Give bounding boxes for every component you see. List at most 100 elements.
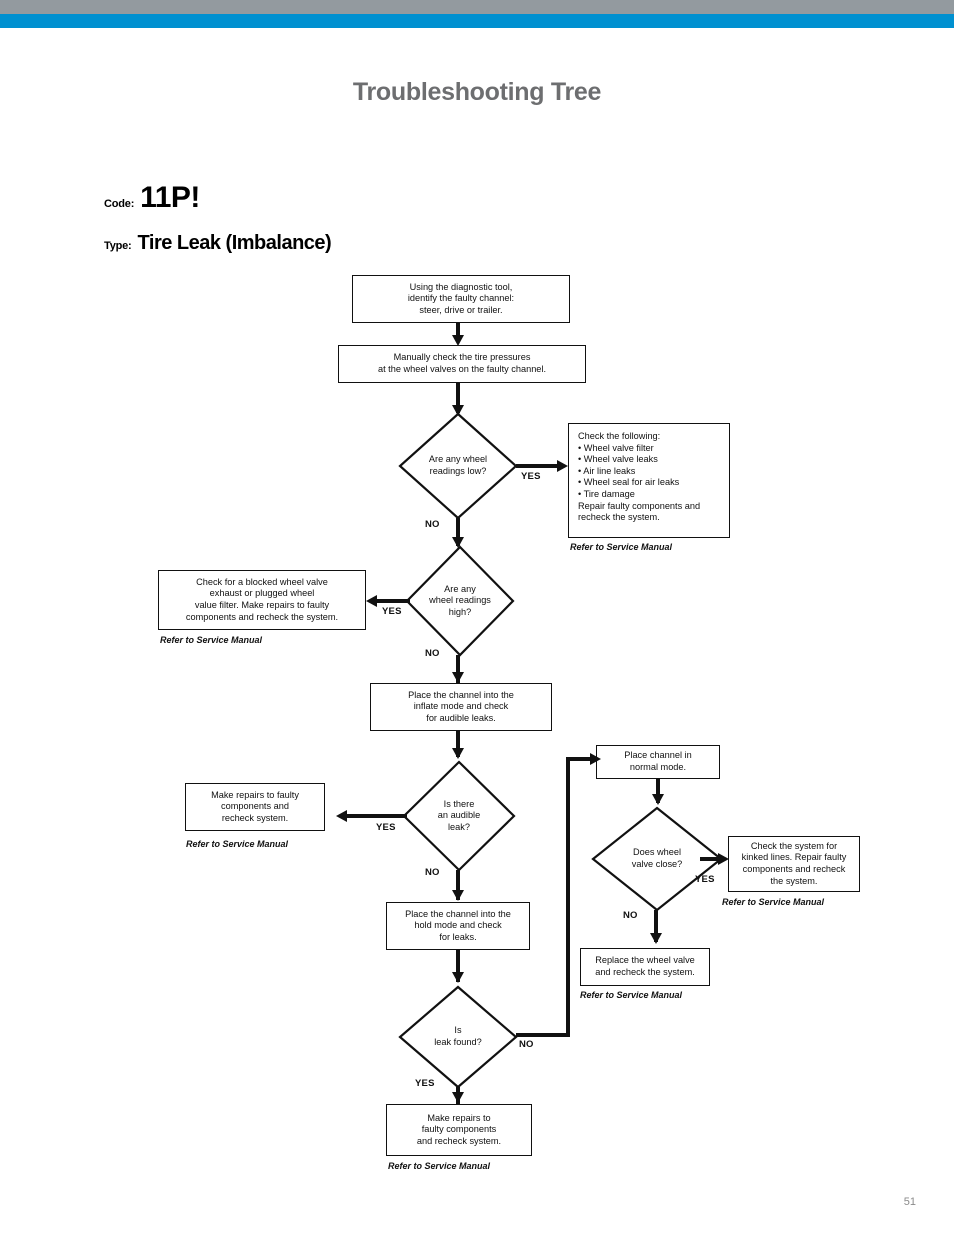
branch-label-no: NO bbox=[425, 867, 440, 878]
node-line: Are any bbox=[444, 583, 476, 594]
branch-label-no: NO bbox=[425, 648, 440, 659]
node-line: and recheck the system. bbox=[595, 967, 695, 977]
node-line: and recheck system. bbox=[416, 1135, 502, 1146]
flow-node-normal-mode: Place channel in normal mode. bbox=[596, 745, 720, 779]
reference-note: Refer to Service Manual bbox=[722, 897, 825, 907]
branch-label-yes: YES bbox=[415, 1078, 435, 1089]
node-line: value filter. Make repairs to faulty bbox=[194, 600, 330, 610]
node-line: • Wheel valve filter bbox=[578, 442, 654, 453]
branch-label-yes: YES bbox=[382, 606, 402, 617]
code-value: 11P! bbox=[140, 181, 200, 214]
node-line: Using the diagnostic tool, bbox=[409, 281, 513, 292]
node-line: for leaks. bbox=[439, 931, 477, 942]
node-line: Check for a blocked wheel valve bbox=[196, 576, 328, 587]
node-line: components and recheck bbox=[742, 864, 846, 874]
node-line: Replace the wheel valve bbox=[595, 955, 695, 966]
flow-decision-valve-close: Does wheel valve close? bbox=[591, 806, 723, 912]
node-line: an audible bbox=[437, 810, 481, 821]
code-row: Code: 11P! bbox=[104, 183, 200, 213]
connector-low-no bbox=[456, 518, 460, 546]
arrowhead-down bbox=[452, 972, 464, 983]
node-line: for audible leaks. bbox=[426, 712, 496, 723]
arrowhead-down bbox=[452, 335, 464, 346]
flow-node-replace-valve: Replace the wheel valve and recheck the … bbox=[580, 948, 710, 986]
connector-normal-to-valveclose bbox=[656, 779, 660, 803]
flow-node-check-pressures: Manually check the tire pressures at the… bbox=[338, 345, 586, 383]
arrowhead-right bbox=[557, 460, 568, 472]
connector-inflate-to-audible bbox=[456, 731, 460, 757]
node-line: Is there bbox=[443, 798, 475, 809]
connector-leakfound-no-to-normal bbox=[566, 757, 594, 761]
node-line: • Tire damage bbox=[578, 488, 635, 499]
type-label: Type: bbox=[104, 240, 132, 252]
code-label: Code: bbox=[104, 198, 135, 210]
arrowhead-down bbox=[452, 748, 464, 759]
arrowhead-down bbox=[652, 794, 664, 805]
node-line: valve close? bbox=[631, 859, 683, 869]
reference-note: Refer to Service Manual bbox=[570, 542, 673, 552]
connector-high-yes bbox=[375, 599, 410, 603]
node-line: Check the following: bbox=[578, 431, 661, 441]
node-line: inflate mode and check bbox=[413, 701, 509, 712]
node-line: components and bbox=[221, 801, 289, 812]
node-line: • Air line leaks bbox=[578, 465, 636, 476]
flow-node-blocked-exhaust: Check for a blocked wheel valve exhaust … bbox=[158, 570, 366, 630]
node-line: at the wheel valves on the faulty channe… bbox=[377, 364, 547, 374]
reference-note: Refer to Service Manual bbox=[186, 839, 289, 849]
diamond-shape-icon bbox=[405, 545, 515, 657]
connector-high-no bbox=[456, 655, 460, 683]
node-line: Make repairs to faulty bbox=[211, 789, 299, 800]
node-line: Does wheel bbox=[632, 847, 681, 858]
arrowhead-down bbox=[650, 933, 662, 944]
branch-label-no: NO bbox=[519, 1039, 534, 1050]
arrowhead-down bbox=[452, 405, 464, 416]
branch-label-no: NO bbox=[425, 519, 440, 530]
flow-decision-readings-high: Are any wheel readings high? bbox=[405, 545, 515, 657]
branch-label-yes: YES bbox=[695, 874, 715, 885]
node-line: steer, drive or trailer. bbox=[419, 304, 503, 315]
reference-note: Refer to Service Manual bbox=[388, 1161, 491, 1171]
node-line: recheck the system. bbox=[578, 512, 660, 523]
node-line: hold mode and check bbox=[414, 920, 502, 931]
node-line: exhaust or plugged wheel bbox=[209, 588, 315, 599]
reference-note: Refer to Service Manual bbox=[580, 990, 683, 1000]
node-line: Manually check the tire pressures bbox=[393, 352, 531, 363]
node-line: leak found? bbox=[434, 1037, 482, 1047]
node-line: wheel readings bbox=[429, 595, 491, 606]
arrowhead-left bbox=[336, 810, 347, 822]
flow-node-identify-channel: Using the diagnostic tool, identify the … bbox=[352, 275, 570, 323]
arrowhead-right bbox=[590, 753, 601, 765]
branch-label-yes: YES bbox=[521, 471, 541, 482]
flow-decision-leak-found: Is leak found? bbox=[398, 985, 518, 1089]
connector-audible-no bbox=[456, 870, 460, 900]
node-line: the system. bbox=[770, 875, 818, 886]
connector-valveclose-yes bbox=[700, 857, 722, 861]
node-line: Place the channel into the bbox=[408, 689, 514, 700]
flow-node-kinked-lines: Check the system for kinked lines. Repai… bbox=[728, 836, 860, 892]
node-line: Place the channel into the bbox=[405, 908, 511, 919]
connector-leakfound-no-horizontal bbox=[516, 1033, 570, 1037]
node-line: kinked lines. Repair faulty bbox=[741, 852, 847, 863]
flow-decision-audible-leak: Is there an audible leak? bbox=[402, 760, 516, 872]
page-number: 51 bbox=[903, 1196, 916, 1208]
connector-valveclose-no bbox=[654, 910, 658, 942]
arrowhead-down bbox=[452, 890, 464, 901]
page-title: Troubleshooting Tree bbox=[352, 78, 602, 106]
node-line: Place channel in bbox=[624, 750, 692, 761]
connector-low-yes bbox=[516, 464, 561, 468]
node-line: Are any wheel bbox=[428, 454, 488, 465]
node-line: • Wheel seal for air leaks bbox=[578, 477, 680, 488]
header-band-gray bbox=[0, 0, 954, 14]
arrowhead-down bbox=[452, 1092, 464, 1103]
flow-node-repairs-recheck-2: Make repairs to faulty components and re… bbox=[386, 1104, 532, 1156]
arrowhead-down bbox=[452, 537, 464, 548]
flow-decision-readings-low: Are any wheel readings low? bbox=[398, 412, 518, 520]
arrowhead-down bbox=[452, 672, 464, 683]
arrowhead-right bbox=[718, 853, 729, 865]
node-line: identify the faulty channel: bbox=[407, 293, 515, 304]
reference-note: Refer to Service Manual bbox=[160, 635, 263, 645]
type-value: Tire Leak (Imbalance) bbox=[137, 232, 332, 254]
connector-audible-yes bbox=[345, 814, 407, 818]
flow-node-inflate-mode: Place the channel into the inflate mode … bbox=[370, 683, 552, 731]
